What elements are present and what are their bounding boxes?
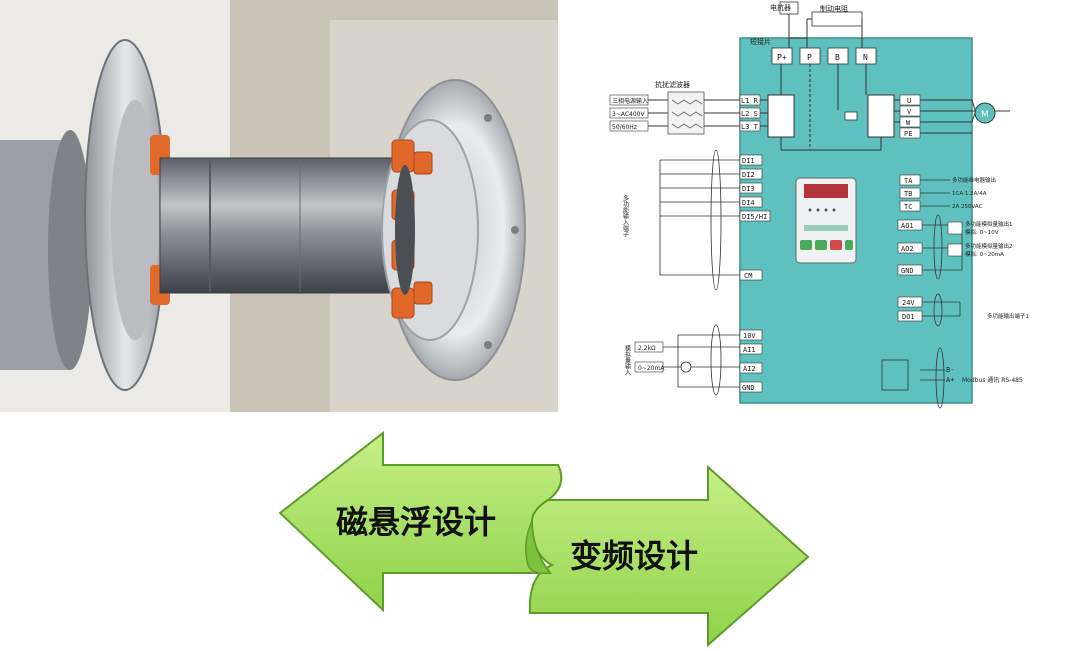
relay-note-0: 多功能继电器输出 xyxy=(952,176,996,184)
ao-note-0: 多功能模拟量输出1 xyxy=(965,220,1013,228)
ao-terminal-1: AO2 xyxy=(901,245,914,253)
di-terminal-2: DI3 xyxy=(742,185,755,193)
input-terminal-1: L2 S xyxy=(741,110,758,118)
di-terminal-1: DI2 xyxy=(742,171,755,179)
jumper-label: 短接片 xyxy=(750,37,771,46)
dc-terminal-3: N xyxy=(863,53,868,62)
relay-note-2: 2A 250VAC xyxy=(952,204,983,210)
ao-terminal-0: AO1 xyxy=(901,222,914,230)
input-terminal-2: L3 T xyxy=(741,123,759,131)
ai-side-label: 模拟量输入 xyxy=(624,344,631,375)
output-terminal-0: U xyxy=(907,97,911,105)
ai-terminal-2: AI2 xyxy=(743,365,756,373)
design-arrows: 磁悬浮设计 变频设计 xyxy=(270,425,830,648)
comm-terminal-1: A+ xyxy=(946,376,954,384)
ai-note-1: 0~20mA xyxy=(638,365,665,372)
vfd-schematic: P+ P B N 电抗器 制动电阻 短接片 抗扰滤波器 三相电源输入 xyxy=(609,1,1029,409)
ao-note-2: 多功能模拟量输出2 xyxy=(965,242,1013,250)
do-terminal-0: 24V xyxy=(902,299,915,307)
dc-terminal-0: P+ xyxy=(777,53,787,62)
power-input-1: 3~AC400V xyxy=(612,111,645,118)
motor-icon xyxy=(974,102,996,124)
di-side-label: 多功能输入端子 xyxy=(622,194,629,237)
output-terminal-2: W xyxy=(906,119,911,127)
relay-note-1: 1CA 1.2A/4A xyxy=(952,191,987,197)
output-terminal-3: PE xyxy=(904,130,912,138)
bidirectional-arrows: 磁悬浮设计 变频设计 xyxy=(278,430,810,648)
motor-label: M xyxy=(981,110,989,120)
output-terminal-1: V xyxy=(907,108,912,116)
di-terminal-0: DI1 xyxy=(742,157,755,165)
ao-note-1: 模拟: 0~10V xyxy=(965,228,999,236)
maglev-motor-illustration xyxy=(0,0,558,412)
com-terminal: CM xyxy=(744,272,752,280)
di-terminal-3: DI4 xyxy=(742,199,755,207)
do-note: 多功能输出端子1 xyxy=(987,312,1029,320)
comm-label: Modbus 通讯 RS-485 xyxy=(962,376,1023,384)
vfd-wiring-diagram: P+ P B N 电抗器 制动电阻 短接片 抗扰滤波器 三相电源输入 xyxy=(600,0,1080,420)
ai-terminal-0: 10V xyxy=(743,332,756,340)
ao-note-3: 模拟: 0~20mA xyxy=(965,250,1004,258)
input-terminal-0: L1 R xyxy=(741,97,759,105)
ao-terminal-2: GND xyxy=(901,267,914,275)
relay-terminal-0: TA xyxy=(904,177,913,185)
filter-label: 抗扰滤波器 xyxy=(655,80,690,89)
reactor-label: 电抗器 xyxy=(770,3,791,12)
relay-terminal-1: TB xyxy=(904,190,912,198)
brake-resistor-label: 制动电阻 xyxy=(820,4,848,13)
power-input-0: 三相电源输入 xyxy=(612,97,648,105)
di-terminal-4: DI5/HI xyxy=(742,213,767,221)
vfd-design-label: 变频设计 xyxy=(570,537,698,575)
ai-note-0: 2.2kΩ xyxy=(638,345,656,352)
maglev-motor-photo xyxy=(0,0,558,412)
comm-terminal-0: B- xyxy=(946,366,954,374)
keypad-display xyxy=(804,184,848,198)
ai-terminal-1: AI1 xyxy=(743,346,756,354)
maglev-design-label: 磁悬浮设计 xyxy=(336,503,496,541)
power-input-2: 50/60Hz xyxy=(612,124,637,131)
dc-terminal-2: B xyxy=(835,53,840,62)
do-terminal-1: DO1 xyxy=(902,313,915,321)
ai-terminal-3: GND xyxy=(742,384,755,392)
relay-terminal-2: TC xyxy=(904,203,912,211)
dc-terminal-1: P xyxy=(807,53,812,62)
